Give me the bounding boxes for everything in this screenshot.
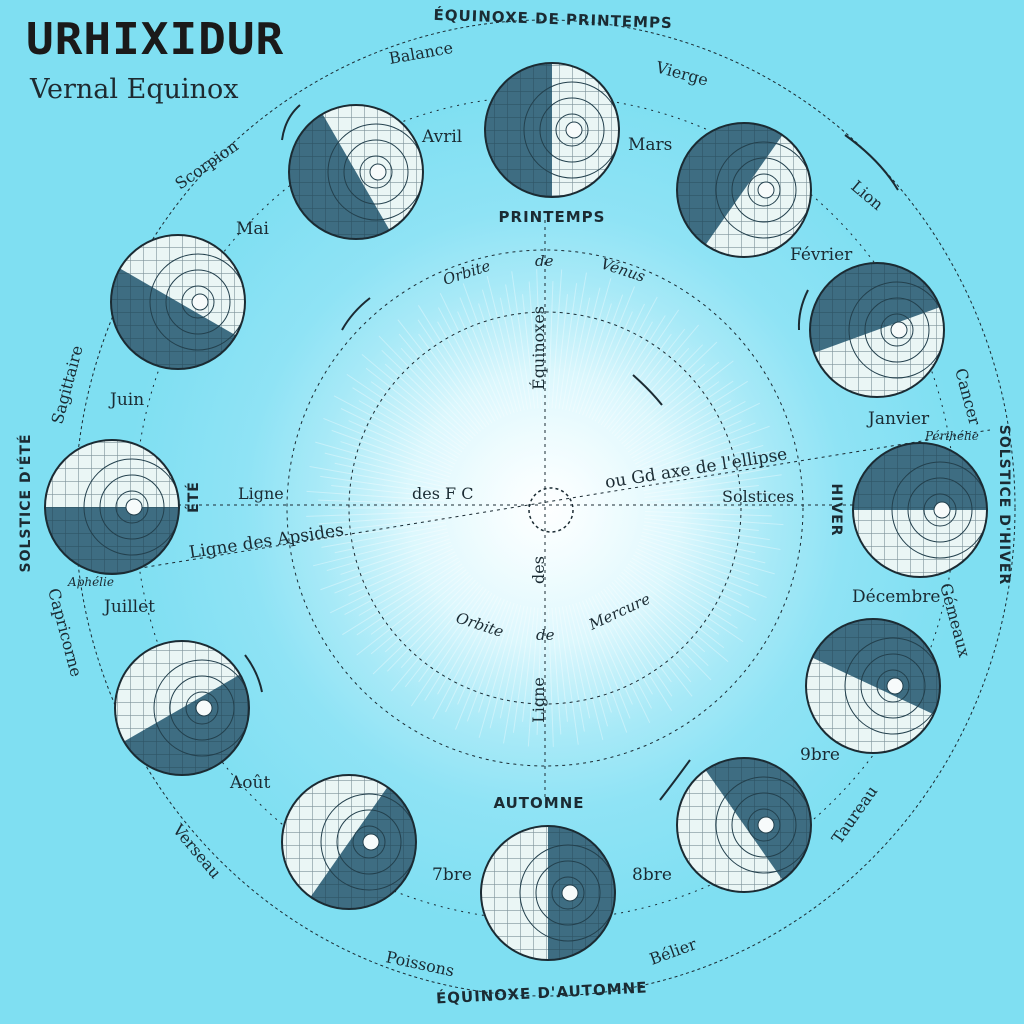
sun-circle (528, 487, 574, 533)
earth-globe (480, 825, 616, 961)
season-autumn: AUTOMNE (493, 794, 584, 812)
artist-logo: URHIXIDUR (26, 13, 285, 65)
solstice-line-label: Ligne (238, 484, 284, 503)
perihelion-label: Périhélie (924, 429, 979, 443)
earth-globe (44, 439, 180, 575)
month-mars: Mars (628, 135, 672, 155)
earth-globe (114, 640, 250, 776)
earth-globe (852, 442, 988, 578)
equinox-line-label: Équinoxes (528, 306, 548, 390)
album-title: Vernal Equinox (30, 74, 239, 105)
arrow-icon (341, 297, 371, 331)
month-7bre: 7bre (432, 865, 472, 885)
venus-orbit-word-3: Vénus (599, 255, 648, 286)
earth-globe (110, 234, 246, 370)
zodiac-cancer: Cancer (951, 366, 984, 427)
foci-label: des F C (412, 484, 473, 503)
mercury-orbit (348, 311, 742, 705)
zodiac-scorpion: Scorpion (171, 136, 241, 193)
summer-solstice-label: SOLSTICE D'ÉTÉ (17, 433, 34, 572)
apsides-line (109, 429, 991, 574)
venus-orbit-word-2: de (535, 252, 554, 270)
zodiac-verseau: Verseau (168, 820, 225, 883)
zodiac-balance: Balance (387, 38, 454, 68)
aphelion-label: Aphélie (67, 575, 114, 589)
earth-globe (281, 774, 417, 910)
zodiac-taureau: Taureau (828, 782, 882, 847)
solstice-line-solstices: Solstices (722, 487, 794, 506)
direction-arrows (244, 104, 899, 801)
season-spring: PRINTEMPS (499, 208, 606, 226)
earth-globe (484, 62, 620, 198)
earth-globe (676, 122, 812, 258)
month-juin: Juin (108, 390, 144, 410)
venus-orbit-word-1: Orbite (441, 257, 493, 289)
zodiac-lion: Lion (847, 177, 887, 214)
arrow-icon (281, 104, 301, 141)
equinox-line-des: des (529, 556, 548, 584)
winter-solstice-label: SOLSTICE D'HIVER (996, 425, 1012, 585)
zodiac-gemeaux: Gémeaux (936, 581, 974, 659)
zodiac-vierge: Vierge (653, 57, 710, 89)
month-8bre: 8bre (632, 865, 672, 885)
month-juillet: Juillet (102, 597, 155, 617)
month-avril: Avril (421, 127, 462, 147)
month-aout: Août (229, 773, 270, 793)
equinox-line-ligne: Ligne (529, 677, 548, 723)
month-decembre: Décembre (852, 587, 940, 607)
earth-globe (288, 104, 424, 240)
earth-globe (805, 618, 941, 754)
season-winter: HIVER (828, 483, 844, 536)
zodiac-sagittaire: Sagittaire (48, 343, 87, 426)
arrow-icon (659, 759, 691, 801)
earth-globe (809, 262, 945, 398)
arrow-icon (632, 374, 663, 406)
zodiac-belier: Bélier (647, 934, 699, 969)
autumn-equinox-label: ÉQUINOXE D'AUTOMNE (436, 977, 648, 1007)
vernal-equinox-label: ÉQUINOXE DE PRINTEMPS (433, 5, 673, 32)
arrow-icon (244, 654, 263, 693)
arrow-icon (797, 289, 809, 331)
month-mai: Mai (236, 219, 270, 239)
zodiac-circle (74, 19, 1016, 997)
zodiac-poissons: Poissons (384, 947, 456, 980)
month-janvier: Janvier (866, 409, 930, 429)
zodiac-capricorne: Capricorne (44, 586, 86, 679)
earth-globe (676, 757, 812, 893)
month-9bre: 9bre (800, 745, 840, 765)
season-summer: ÉTÉ (185, 481, 202, 513)
month-fevrier: Février (790, 245, 853, 265)
earth-globes (44, 62, 988, 961)
venus-orbit (286, 249, 804, 767)
mercury-orbit-word-2: de (536, 626, 555, 644)
arrow-icon (844, 134, 899, 191)
